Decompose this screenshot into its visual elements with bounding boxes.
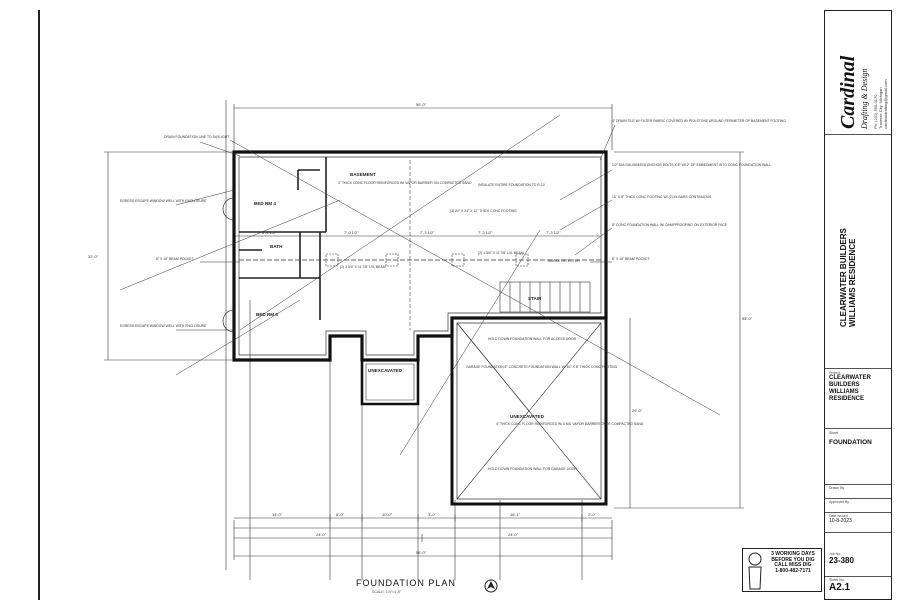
room-label-bed2: BED RM 5 — [256, 312, 278, 317]
note-slab: 4" THICK CONC FLOOR REINFORCED W/ VAPOR … — [338, 181, 472, 185]
dim-mid-2: 7'-0 1/2" — [344, 230, 359, 235]
dim-bottom-2: 8'-0" — [336, 512, 345, 517]
project-line4: RESIDENCE — [829, 396, 865, 402]
note-egress-1: EGRESS ESCAPE WINDOW WELL WITH ENCLOSURE — [120, 199, 207, 203]
miss-dig-line3: CALL MISS DIG — [774, 562, 812, 569]
dim-bottom-sub-1: 24'-0" — [316, 532, 327, 537]
plan-scale: SCALE: 1/4"=1'-0" — [372, 590, 402, 594]
note-hold-down-2: HOLD DOWN FOUNDATION WALL FOR GARAGE DOO… — [488, 467, 577, 471]
room-label-stair: STAIR — [528, 296, 542, 301]
note-insulate: INSULATE ENTIRE FOUNDATION TO R-10 — [478, 183, 545, 187]
foundation-plan-drawing: BASEMENT BED RM 4 BED RM 5 BATH UNEXCAVA… — [88, 100, 786, 580]
plan-title: FOUNDATION PLAN — [356, 578, 456, 588]
dim-left-height: 32'-0" — [88, 254, 99, 259]
note-beam-pocket-2: 8" X 16" BEAM POCKET — [612, 257, 650, 261]
sheet-name-cell: Sheet FOUNDATION — [825, 429, 891, 485]
dim-mid-4: 7'-3 1/2" — [478, 230, 493, 235]
garage-foundation-wall — [450, 316, 608, 506]
firm-logo-cell: Cardinal Drafting & Design Ph: (231) 555… — [825, 11, 891, 135]
dim-overall-bottom: 56'-0" — [416, 550, 427, 555]
note-drain-tile: 4" DRAIN TILE W/ FILTER FABRIC COVERED W… — [612, 119, 786, 123]
project-line2: BUILDERS — [829, 382, 860, 388]
miss-dig-line4: 1-800-482-7171 — [775, 567, 811, 574]
dim-right-lower: 26'-0" — [632, 408, 643, 413]
porch-unexcavated-wall — [360, 358, 420, 406]
dim-bottom-5: 16'-1" — [510, 512, 521, 517]
stair — [499, 281, 591, 313]
note-leaders — [119, 114, 721, 456]
room-label-bed1: BED RM 4 — [254, 201, 276, 206]
project-vertical-title: CLEARWATER BUILDERS WILLIAMS RESIDENCE — [839, 228, 857, 327]
dimension-lines — [104, 100, 744, 580]
sheet-number-label: Sheet No. — [829, 578, 845, 582]
sheet-border-line — [38, 10, 40, 600]
miss-dig-figure-icon — [748, 552, 762, 590]
note-lvl-beam-2: (2) 1 3/4" X 11 7/8" LVL BEAM — [478, 251, 524, 255]
dim-mid-1: 8'-4 1/2" — [262, 230, 277, 235]
dim-overall-top: 56'-0" — [416, 102, 427, 107]
dim-right-height: 58'-0" — [742, 316, 753, 321]
dim-mid-3: 7'-3 1/2" — [420, 230, 435, 235]
project-vertical-cell: CLEARWATER BUILDERS WILLIAMS RESIDENCE — [825, 135, 891, 369]
project-label: Project — [829, 371, 840, 375]
note-footing-pad: (3) 24" X 24" X 12" THICK CONC FOOTING — [450, 209, 517, 213]
approved-by-label: Approved By — [829, 500, 850, 504]
sheet-label: Sheet — [829, 431, 839, 435]
sheet-number: A2.1 — [829, 582, 851, 593]
note-footing: 16" X 8" THICK CONC FOOTING W/ (2) #4 BA… — [612, 195, 712, 199]
interior-walls — [239, 157, 327, 320]
note-anchor-bolts: 1/2" DIA GALVANIZED ANCHOR BOLTS X 8" W/… — [612, 163, 771, 167]
dim-mid-5: 7'-3 1/2" — [546, 230, 561, 235]
title-block: Cardinal Drafting & Design Ph: (231) 555… — [824, 10, 892, 600]
note-unexcavated: 4" THICK CONC FLOOR REINFORCED W/ 6 MIL … — [496, 422, 644, 426]
firm-name: Cardinal — [837, 55, 859, 129]
sheet-name: FOUNDATION — [829, 439, 872, 446]
miss-dig-line1: 3 WORKING DAYS — [771, 551, 815, 557]
north-arrow-icon — [484, 579, 498, 593]
room-label-unexcavated-porch: UNEXCAVATED — [368, 368, 403, 373]
firm-logo: Cardinal Drafting & Design — [837, 56, 869, 129]
sheet-number-cell: Sheet No. A2.1 — [825, 577, 891, 599]
firm-contact: Ph: (231) 555-0170 Traverse City, Michig… — [873, 79, 888, 129]
job-number-cell: Job No. 23-380 — [825, 551, 891, 577]
firm-tagline: Drafting & Design — [860, 68, 869, 129]
note-egress-2: EGRESS ESCAPE WINDOW WELL WITH ENCLOSURE — [120, 324, 207, 328]
beam-and-footing-pads — [239, 160, 601, 330]
date-value: 10-8-2023 — [829, 518, 852, 524]
room-label-bath: BATH — [270, 244, 283, 249]
project-vertical-line2: WILLIAMS RESIDENCE — [848, 238, 857, 327]
miss-dig-line2: BEFORE YOU DIG — [771, 556, 815, 563]
note-garage-foundation: GARAGE FOUNDATION 8" CONCRETE FOUNDATION… — [466, 365, 618, 369]
garage-unexcavated-hatch — [456, 322, 602, 500]
egress-window-wells — [222, 197, 235, 333]
firm-email: cardinaldrafting@gmail.com — [883, 79, 888, 129]
project-line3: WILLIAMS — [829, 389, 859, 395]
dim-bottom-1: 14'-0" — [272, 512, 283, 517]
dim-bottom-3: 10'-0" — [382, 512, 393, 517]
note-drain-line: DRAIN FOUNDATION LINE TO DAYLIGHT — [164, 135, 229, 139]
project-cell: Project CLEARWATER BUILDERS WILLIAMS RES… — [825, 369, 891, 429]
note-smoke: SMOKE DETECTOR — [548, 259, 580, 263]
date-label: Date Issued — [829, 514, 848, 518]
job-number: 23-380 — [829, 556, 854, 565]
miss-dig-notice: 3 WORKING DAYS BEFORE YOU DIG CALL MISS … — [742, 548, 822, 592]
note-lvl-beam-1: (2) 1 3/4" X 11 7/8" LVL BEAM — [340, 265, 386, 269]
drawn-by-cell: Drawn By — [825, 485, 891, 499]
date-cell: Date Issued 10-8-2023 — [825, 513, 891, 533]
project-vertical-line1: CLEARWATER BUILDERS — [839, 228, 848, 327]
drawn-by-label: Drawn By — [829, 486, 845, 490]
dim-bottom-6: 2'-0" — [588, 512, 597, 517]
dim-bottom-sub-2: 24'-0" — [508, 532, 519, 537]
note-beam-pocket-1: 8" X 16" BEAM POCKET — [156, 257, 194, 261]
note-hold-down-1: HOLD DOWN FOUNDATION WALL FOR ACCESS DOO… — [488, 337, 577, 341]
approved-by-cell: Approved By — [825, 499, 891, 513]
dim-bottom-4: 3'-0" — [428, 512, 437, 517]
project-line1: CLEARWATER — [829, 375, 871, 381]
note-conc-wall: 8" CONC FOUNDATION WALL W/ DAMPPROOFING … — [612, 223, 728, 227]
room-label-basement: BASEMENT — [350, 172, 376, 177]
room-label-unexcavated-garage: UNEXCAVATED — [510, 414, 545, 419]
job-label: Job No. — [829, 552, 842, 556]
